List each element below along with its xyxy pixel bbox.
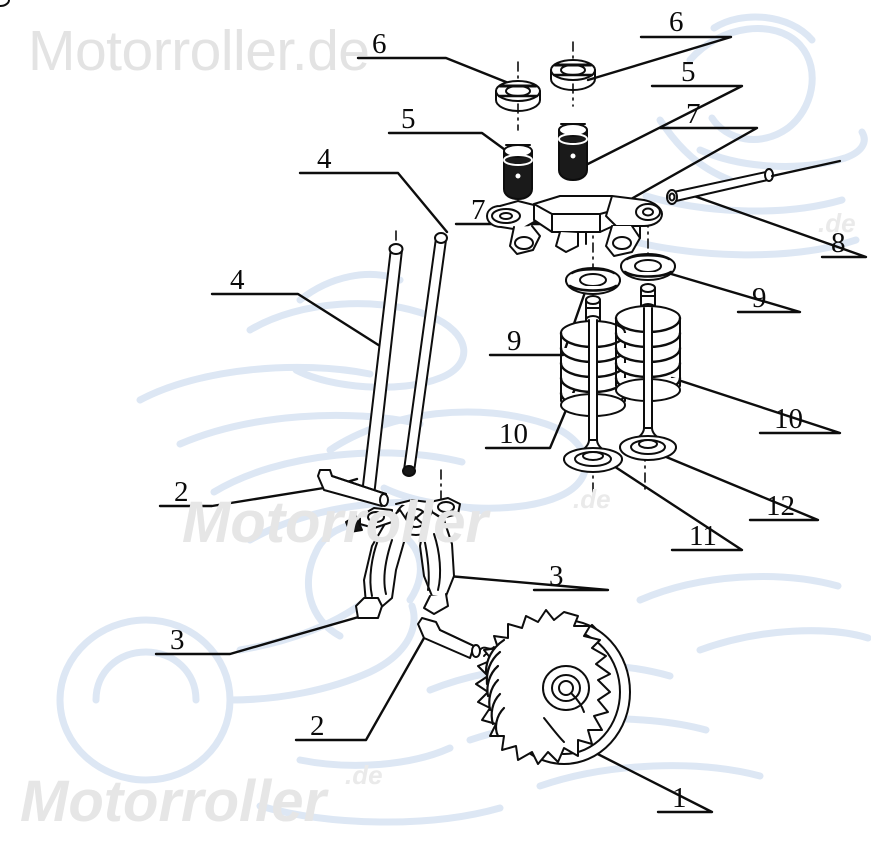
callout-spring-retainer-left: 9 (507, 325, 522, 357)
callout-spring-retainer-right: 9 (752, 282, 767, 314)
watermark-top: Motorroller.de (28, 19, 370, 83)
callout-rocker-follower-left: 3 (170, 624, 185, 656)
callout-push-rod-right: 4 (317, 143, 332, 175)
exhaust-valve (619, 307, 677, 461)
push-rod-left (360, 243, 404, 501)
callout-valve-spring-left: 10 (499, 418, 528, 450)
watermark-middle-tld: .de (573, 484, 611, 514)
watermark-middle: Motorroller (182, 490, 489, 555)
callout-push-rod-left: 4 (230, 264, 245, 296)
callout-exhaust-valve: 12 (766, 490, 795, 522)
watermark-right-tld: .de (818, 208, 856, 238)
callout-rocker-follower-right: 3 (549, 560, 564, 592)
callout-lock-nut-left: 6 (372, 28, 387, 60)
adjuster-screw-right (558, 123, 588, 181)
rocker-arm-assembly (0, 0, 663, 257)
callout-pin-upper: 2 (174, 476, 189, 508)
rocker-shaft (666, 159, 842, 205)
rocker-follower-assembly (345, 497, 461, 619)
adjuster-screw-left (503, 144, 533, 200)
watermark-bottom: Motorroller (20, 769, 327, 834)
callout-adjuster-screw-left: 5 (401, 103, 416, 135)
camshaft-gear (475, 609, 631, 765)
callout-camshaft-gear: 1 (672, 782, 687, 814)
callout-rocker-shaft: 8 (831, 227, 846, 259)
spring-retainer-left (565, 267, 621, 295)
callout-adjuster-screw-right: 5 (681, 56, 696, 88)
spring-retainer-right (620, 253, 676, 281)
callout-rocker-arm-right: 7 (686, 98, 701, 130)
callout-valve-spring-right: 10 (774, 403, 803, 435)
lock-nut-left (495, 80, 541, 112)
callout-intake-valve: 11 (689, 520, 717, 552)
pin-upper (317, 469, 389, 507)
callout-rocker-arm-left: 7 (471, 194, 486, 226)
callout-lock-nut-right: 6 (669, 6, 684, 38)
callout-pin-lower: 2 (310, 710, 325, 742)
watermark-bottom-tld: .de (345, 760, 383, 790)
lock-nut-right (550, 59, 596, 91)
push-rod-right (402, 232, 448, 477)
intake-valve (563, 319, 623, 473)
